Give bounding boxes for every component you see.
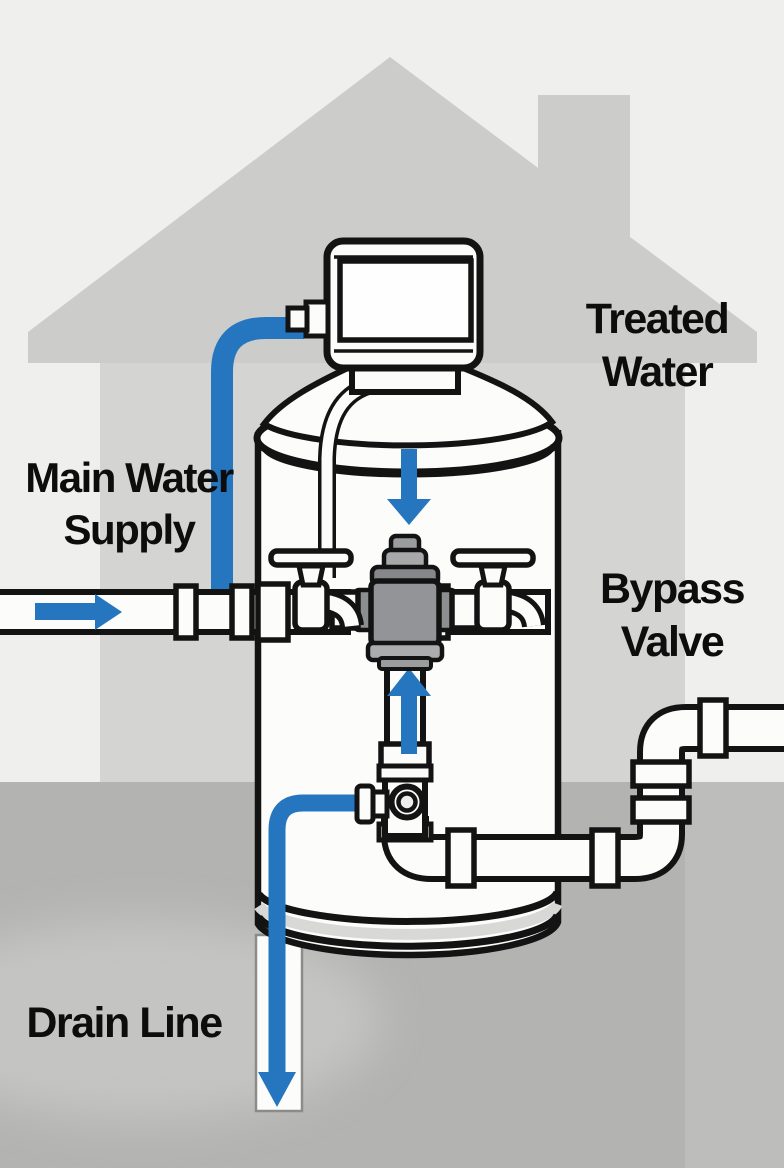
bypass-foot [377, 656, 433, 671]
pipe-collar [376, 763, 434, 783]
control-head [323, 237, 484, 395]
valve-spout-fill [325, 595, 359, 628]
inlet-shutoff-valve [268, 548, 364, 633]
control-head-display-screen [337, 258, 474, 343]
pipe-collar [173, 583, 199, 641]
roof-silhouette [28, 57, 757, 363]
pipe-collar [697, 697, 729, 759]
outlet-shutoff-valve [450, 548, 546, 633]
sight-glass-inner [396, 791, 418, 813]
pipe-collar [589, 827, 621, 889]
pipe-collar [255, 581, 291, 643]
pipe-collar [630, 795, 692, 825]
tank-inlet-flow-arrow [387, 449, 431, 525]
label-line: Valve [620, 618, 725, 666]
arrow-shaft [35, 603, 97, 620]
arrow-head [95, 594, 122, 630]
pipe-collar [630, 759, 692, 789]
treated-water-label: Treated Water [547, 293, 767, 399]
valve-stem [295, 563, 327, 588]
tank-outlet-flow-arrow [387, 668, 431, 754]
arrow-head [387, 668, 431, 696]
label-line: Drain Line [26, 999, 223, 1047]
bypass-main-body [368, 578, 442, 648]
label-line: Supply [63, 506, 196, 553]
label-line: Bypass [600, 565, 745, 613]
valve-t-handle [268, 548, 354, 568]
drain-line-label: Drain Line [0, 997, 248, 1050]
pipe-union-fitting [449, 589, 481, 631]
arrow-head [387, 499, 431, 525]
valve-body [474, 579, 512, 633]
valve-t-handle [450, 548, 536, 568]
treated-water-pipe [381, 697, 784, 889]
label-line: Water [601, 348, 714, 396]
drain-line-tube [268, 794, 366, 1076]
valve-spout-fill [507, 595, 541, 628]
inlet-fitting-nipple [285, 305, 310, 333]
pipe-collar [445, 827, 477, 889]
label-line: Treated [585, 295, 730, 343]
main-supply-flow-arrow [35, 594, 122, 630]
drain-flow-arrow [258, 1072, 296, 1107]
arrow-shaft [401, 696, 417, 754]
pipe-collar [229, 583, 255, 641]
treated-pipe-fill [387, 710, 784, 876]
valve-body [292, 579, 330, 633]
arrow-shaft [401, 449, 417, 501]
floor-outside-band [685, 782, 784, 1168]
label-line: Main Water [25, 454, 234, 501]
drain-flange [354, 783, 376, 825]
control-head-inlet-fitting [285, 299, 331, 339]
bypass-valve-label: Bypass Valve [562, 563, 782, 669]
main-water-supply-label: Main Water Supply [0, 452, 258, 556]
valve-stem [477, 563, 509, 588]
